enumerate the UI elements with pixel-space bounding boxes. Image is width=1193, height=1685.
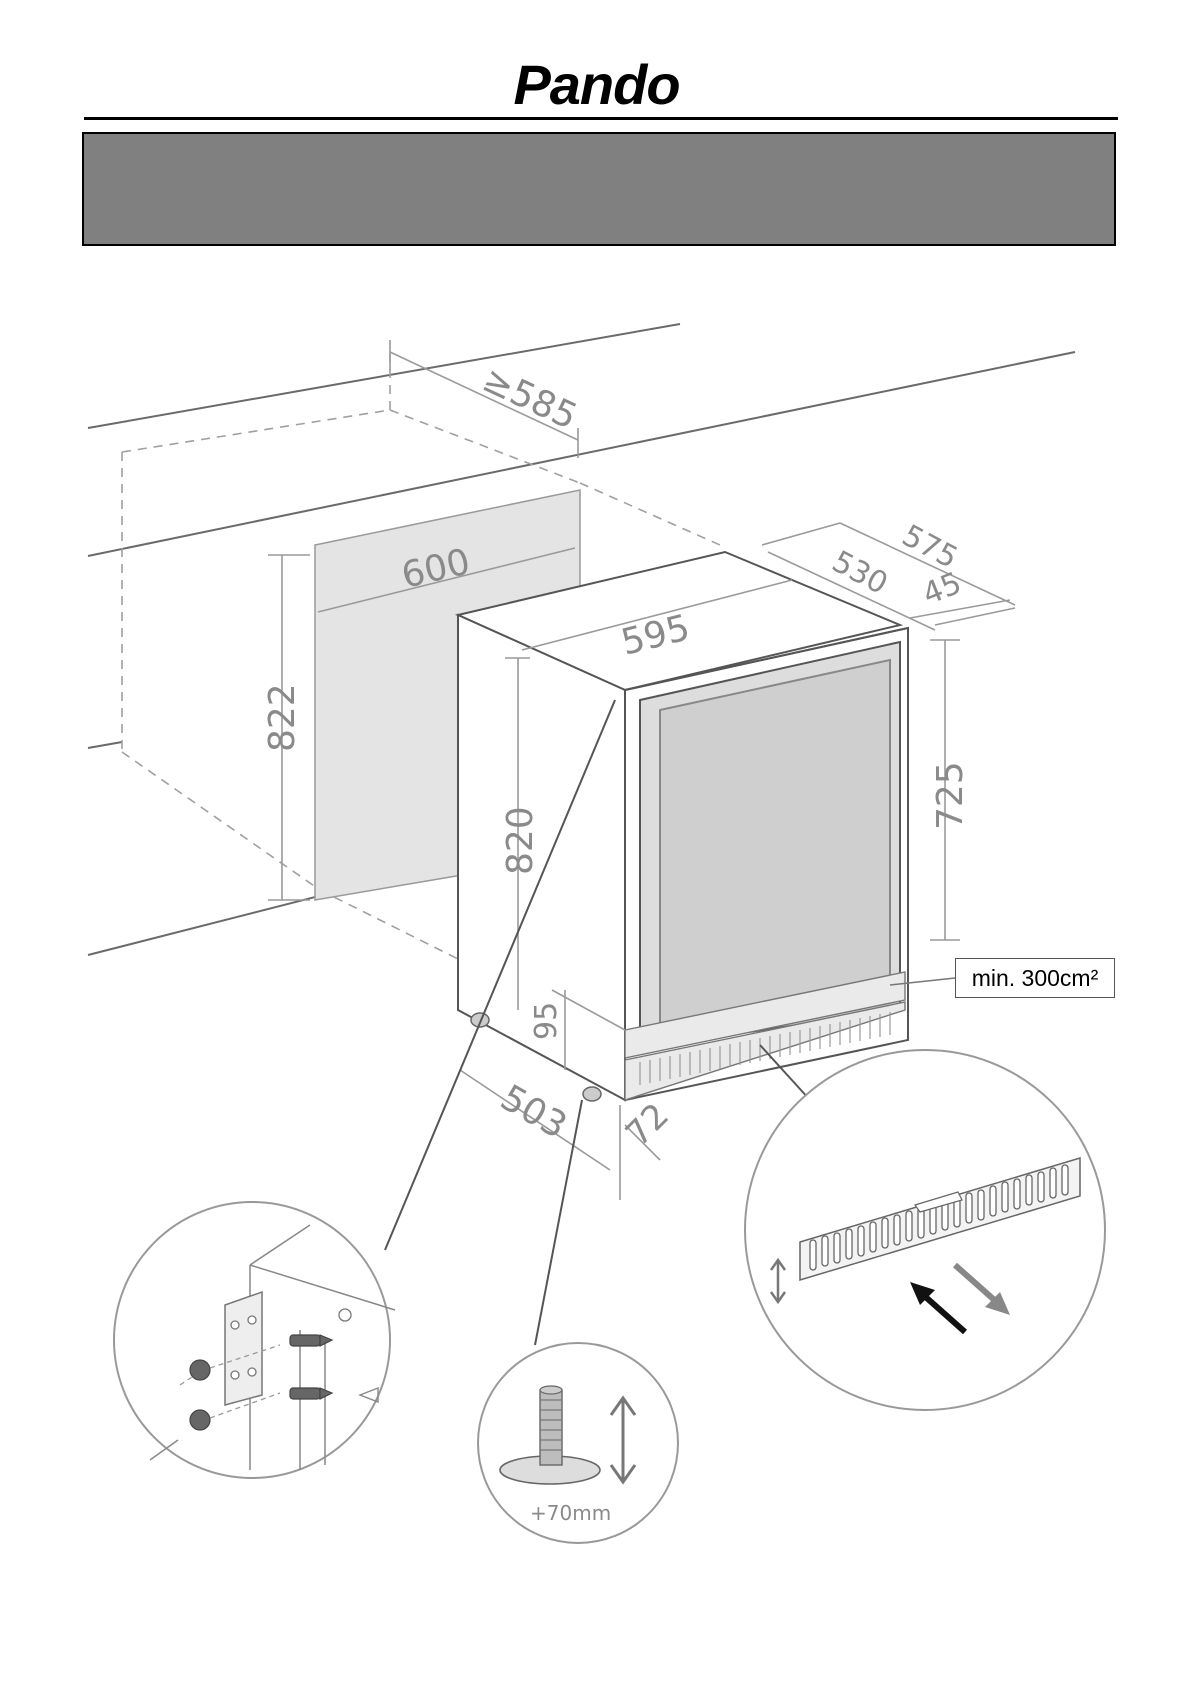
header-rule (84, 117, 1118, 120)
dim-niche-depth (389, 340, 579, 458)
cooler-body (454, 550, 904, 1102)
label-door-height: 725 (930, 761, 971, 830)
label-plinth-height: 95 (529, 1002, 564, 1040)
label-niche-depth: ≥585 (476, 359, 583, 438)
grille-slots (639, 1012, 891, 1085)
label-unit-height: 820 (500, 806, 541, 875)
label-niche-height: 822 (262, 683, 303, 752)
label-plinth-depth: 72 (618, 1095, 677, 1154)
label-cabinet-depth: 530 (826, 544, 893, 602)
leader-vent (889, 977, 956, 986)
dim-niche-width (317, 547, 576, 613)
label-feet-depth: 503 (494, 1077, 574, 1147)
detail-bracket-circle (113, 1201, 396, 1479)
detail-leaders (384, 699, 811, 1346)
label-foot-adjustment: +70mm (530, 1501, 611, 1525)
label-door-depth: 45 (918, 566, 967, 613)
cooler-door (624, 626, 909, 1102)
dim-unit-width (521, 579, 793, 651)
dim-unit-height (505, 657, 530, 1010)
detail-grille-circle (744, 1049, 1106, 1411)
door-rim (624, 627, 909, 691)
dim-feet-depth (459, 1069, 661, 1200)
dim-plinth-height (551, 989, 626, 1070)
cooler-feet (470, 1012, 602, 1102)
title-banner (82, 132, 1116, 246)
detail-foot-circle: +70mm (477, 1342, 679, 1544)
dim-niche-height (268, 554, 310, 901)
dim-depths (761, 522, 1016, 631)
ventilation-label-box: min. 300cm² (955, 958, 1115, 998)
dim-door-height (930, 639, 960, 941)
brand-logo: Pando (513, 53, 680, 116)
